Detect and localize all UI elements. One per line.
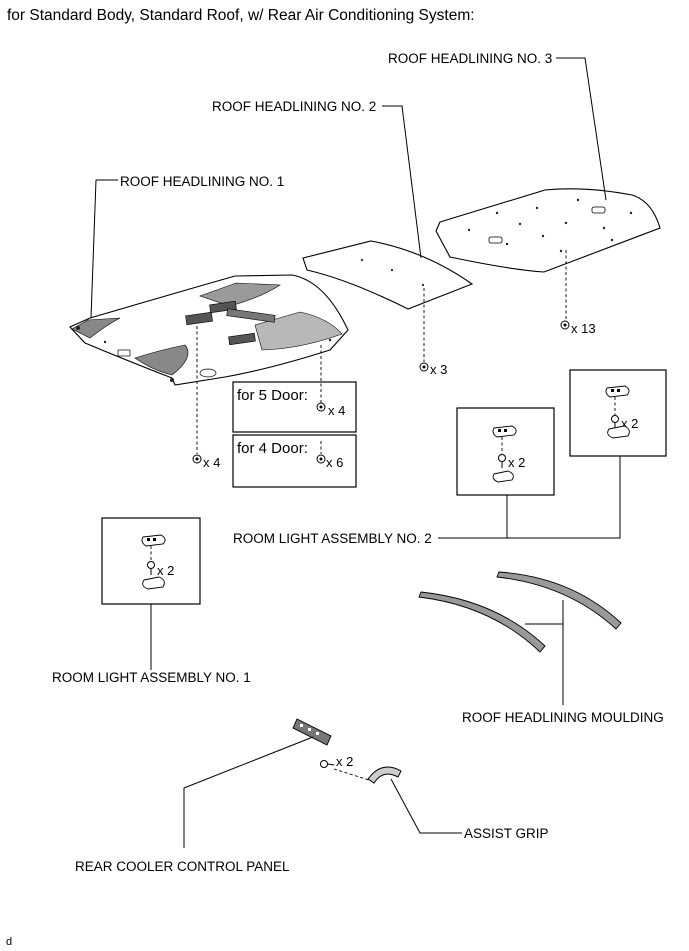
label-room-light-no2: ROOM LIGHT ASSEMBLY NO. 2 <box>233 531 432 546</box>
leader-roof-headlining-no3 <box>556 57 607 201</box>
leader-roof-headlining-no2 <box>382 105 422 259</box>
label-roof-headlining-moulding: ROOF HEADLINING MOULDING <box>462 710 664 725</box>
room-light-no2-box-b: x 2 <box>569 369 667 457</box>
four-door-qty: x 6 <box>326 455 343 470</box>
clip-icon <box>316 402 326 412</box>
room-light-housing-icon <box>142 576 165 590</box>
four-door-box: for 4 Door: x 6 <box>232 434 357 488</box>
corner-mark: d <box>6 936 12 948</box>
clip-icon <box>560 320 570 330</box>
room-light-lens-icon <box>141 534 166 547</box>
roof-headlining-no1: ROOF HEADLINING NO. 1 x 4 <box>69 174 349 470</box>
five-door-box: for 5 Door: x 4 <box>232 381 357 433</box>
room-light-lens-icon <box>492 425 517 438</box>
roof-headlining-no3: ROOF HEADLINING NO. 3 x 13 <box>388 51 661 336</box>
leader-roof-headlining-no1 <box>90 179 118 319</box>
label-rear-cooler-control-panel: REAR COOLER CONTROL PANEL <box>75 859 290 874</box>
clip-icon <box>316 454 326 464</box>
assist-grip: x 2 ASSIST GRIP <box>320 754 549 841</box>
qty-headlining-no3: x 13 <box>571 321 596 336</box>
clip-icon <box>192 454 202 464</box>
five-door-label: for 5 Door: <box>237 387 308 404</box>
leader-rear-cooler-control-panel <box>183 736 314 848</box>
leader-assist-grip <box>390 778 462 834</box>
rear-cooler-control-panel: REAR COOLER CONTROL PANEL <box>75 718 332 874</box>
label-roof-headlining-no1: ROOF HEADLINING NO. 1 <box>120 174 284 189</box>
leader-room-light-no2 <box>438 456 621 539</box>
roof-headlining-no3-holes <box>467 198 633 253</box>
label-roof-headlining-no3: ROOF HEADLINING NO. 3 <box>388 51 552 66</box>
qty-room-light-no2-a: x 2 <box>508 455 525 470</box>
room-light-lens-icon <box>605 385 630 398</box>
qty-room-light-no1: x 2 <box>157 563 174 578</box>
roof-headlining-moulding: ROOF HEADLINING MOULDING <box>418 571 664 725</box>
qty-assist-grip: x 2 <box>336 754 353 769</box>
roof-headlining-no2: ROOF HEADLINING NO. 2 x 3 <box>212 99 474 377</box>
five-door-qty: x 4 <box>328 403 345 418</box>
four-door-label: for 4 Door: <box>237 440 308 457</box>
screw-icon <box>147 561 155 575</box>
screw-icon <box>611 415 619 429</box>
room-light-housing-icon <box>607 425 630 439</box>
clip-icon <box>419 362 429 372</box>
roof-headlining-no2-holes <box>360 258 425 287</box>
room-light-no1-box: x 2 <box>101 517 201 605</box>
screw-icon <box>498 454 506 468</box>
qty-headlining-no1: x 4 <box>203 455 220 470</box>
label-assist-grip: ASSIST GRIP <box>464 826 549 841</box>
room-light-housing-icon <box>492 470 514 483</box>
screw-icon <box>320 760 335 768</box>
diagram-title: for Standard Body, Standard Roof, w/ Rea… <box>7 7 475 24</box>
room-light-no2-box-a: x 2 <box>456 407 555 496</box>
label-roof-headlining-no2: ROOF HEADLINING NO. 2 <box>212 99 376 114</box>
label-room-light-no1: ROOM LIGHT ASSEMBLY NO. 1 <box>52 670 251 685</box>
qty-headlining-no2: x 3 <box>430 362 447 377</box>
